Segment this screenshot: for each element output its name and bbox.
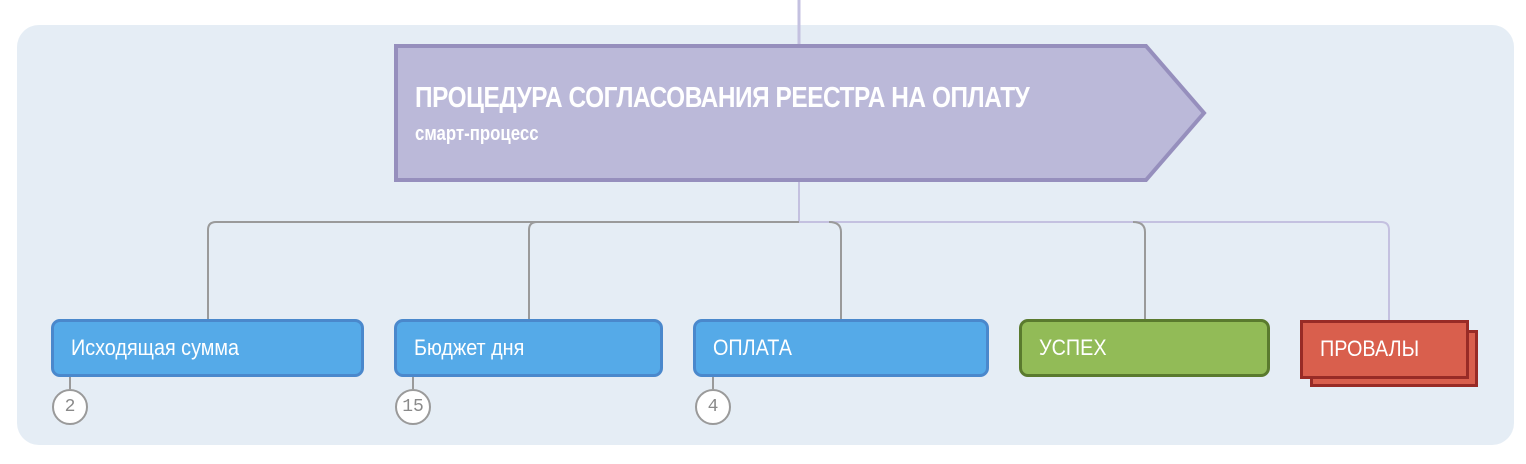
stage-count-badge[interactable]: 15 [395,389,431,425]
stage-label: УСПЕХ [1039,335,1107,360]
stage-payment[interactable]: ОПЛАТА [693,319,989,377]
stage-count-badge[interactable]: 4 [695,389,731,425]
process-header[interactable]: ПРОЦЕДУРА СОГЛАСОВАНИЯ РЕЕСТРА НА ОПЛАТУ… [394,44,1208,184]
stage-failures[interactable]: ПРОВАЛЫ [1300,320,1469,379]
badge-stem [69,377,71,389]
badge-stem [412,377,414,389]
stage-daily-budget[interactable]: Бюджет дня [394,319,663,377]
stage-outgoing-sum[interactable]: Исходящая сумма [51,319,364,377]
stage-label: Исходящая сумма [71,335,240,360]
header-arrow-shape [394,44,1207,182]
stage-label: ОПЛАТА [713,335,792,360]
badge-stem [712,377,714,389]
stage-success[interactable]: УСПЕХ [1019,319,1270,377]
stage-label: Бюджет дня [414,335,525,360]
stage-count-badge[interactable]: 2 [52,389,88,425]
stage-label: ПРОВАЛЫ [1320,336,1420,361]
process-title: ПРОЦЕДУРА СОГЛАСОВАНИЯ РЕЕСТРА НА ОПЛАТУ [415,82,1030,114]
process-subtitle: смарт-процесс [415,123,539,145]
